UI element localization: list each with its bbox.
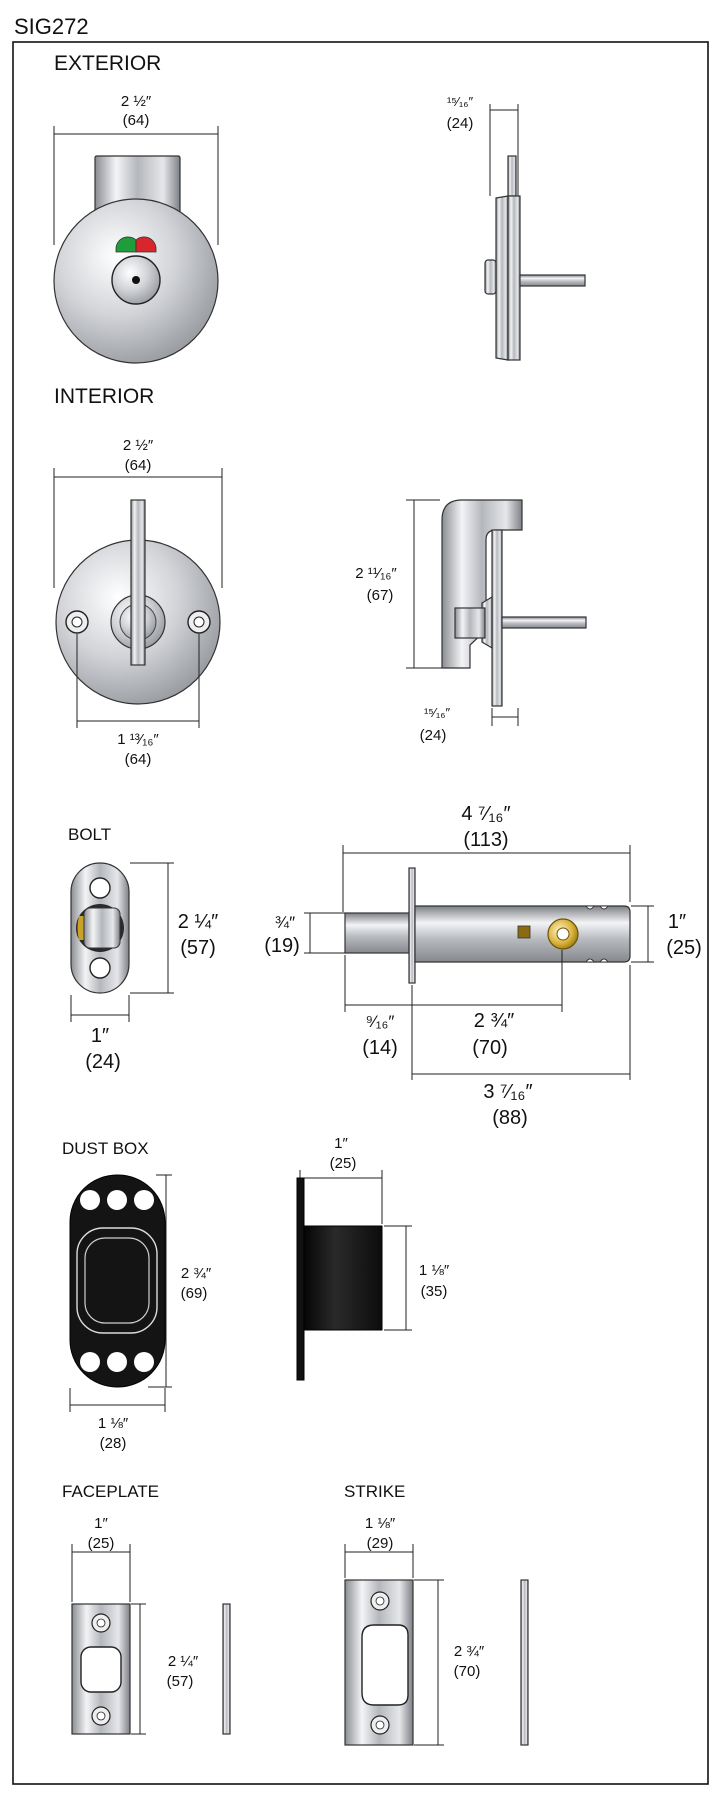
dim-dust-depth: 1″ (25) (299, 1135, 383, 1224)
svg-text:(25): (25) (88, 1535, 115, 1552)
svg-text:(113): (113) (463, 829, 508, 851)
svg-text:1 ¹³⁄₁₆″: 1 ¹³⁄₁₆″ (117, 731, 159, 748)
occupied-indicator (135, 236, 157, 253)
svg-text:1″: 1″ (668, 911, 686, 933)
dim-dust-width: 1 ⅛″ (28) (69, 1388, 166, 1452)
bolt-front (70, 862, 130, 994)
svg-text:(57): (57) (180, 937, 216, 959)
strike-front (344, 1579, 414, 1746)
svg-text:(29): (29) (367, 1535, 394, 1552)
interior-thumbturn-front (55, 499, 221, 705)
svg-text:2 ¼″: 2 ¼″ (178, 911, 218, 933)
svg-text:2 ¾″: 2 ¾″ (454, 1643, 485, 1660)
dim-bolt-backset: 3 ⁷⁄₁₆″ (88) (412, 965, 631, 1129)
model-title: SIG272 (14, 14, 89, 39)
svg-text:2 ¹¹⁄₁₆″: 2 ¹¹⁄₁₆″ (355, 565, 397, 582)
svg-text:2 ½″: 2 ½″ (121, 93, 152, 110)
faceplate-side (222, 1603, 231, 1735)
svg-text:(24): (24) (420, 727, 447, 744)
dim-bolt-body: 1″ (25) (631, 905, 702, 963)
dim-int-holes: 1 ¹³⁄₁₆″ (64) (76, 634, 200, 768)
svg-text:(19): (19) (264, 935, 300, 957)
thumbturn-lever (130, 499, 146, 666)
svg-text:(64): (64) (125, 457, 152, 474)
svg-text:(70): (70) (454, 1663, 481, 1680)
dust-box-side (296, 1177, 383, 1381)
svg-text:1″: 1″ (334, 1135, 348, 1152)
exterior-escutcheon-front (53, 155, 219, 364)
svg-text:2 ¼″: 2 ¼″ (168, 1653, 199, 1670)
dim-bolt-height: 2 ¼″ (57) (130, 862, 218, 994)
svg-text:1 ⅛″: 1 ⅛″ (98, 1415, 129, 1432)
interior-thumbturn-side (441, 499, 587, 707)
strike-side (520, 1579, 529, 1746)
dim-int-height: 2 ¹¹⁄₁₆″ (67) (355, 499, 454, 669)
svg-text:(24): (24) (447, 115, 474, 132)
svg-text:2 ½″: 2 ½″ (123, 437, 154, 454)
svg-text:¹⁵⁄₁₆″: ¹⁵⁄₁₆″ (447, 94, 474, 109)
dim-dust-height: 2 ¾″ (69) (148, 1174, 212, 1388)
svg-text:2 ¾″: 2 ¾″ (474, 1010, 514, 1032)
svg-text:(64): (64) (125, 751, 152, 768)
svg-text:(69): (69) (181, 1285, 208, 1302)
svg-text:3 ⁷⁄₁₆″: 3 ⁷⁄₁₆″ (483, 1081, 532, 1103)
svg-text:¹⁵⁄₁₆″: ¹⁵⁄₁₆″ (424, 705, 451, 720)
dim-int-side: ¹⁵⁄₁₆″ (24) (420, 705, 519, 744)
svg-text:(88): (88) (492, 1107, 528, 1129)
dim-face-height: 2 ¼″ (57) (131, 1603, 199, 1735)
drawing-frame (12, 41, 709, 1785)
svg-text:(24): (24) (85, 1051, 121, 1073)
section-dust-box: DUST BOX (62, 1139, 149, 1158)
dim-dust-side-h: 1 ⅛″ (35) (384, 1225, 450, 1331)
svg-text:(35): (35) (421, 1283, 448, 1300)
section-faceplate: FACEPLATE (62, 1482, 159, 1501)
svg-text:1″: 1″ (94, 1515, 108, 1532)
dim-ext-side: ¹⁵⁄₁₆″ (24) (447, 94, 519, 196)
dim-bolt-length: 4 ⁷⁄₁₆″ (113) (342, 803, 631, 912)
bolt-faceplate-edge (408, 867, 416, 984)
spindle-square (517, 925, 531, 939)
latch-tongue (344, 912, 410, 954)
svg-text:⁹⁄₁₆″: ⁹⁄₁₆″ (366, 1012, 395, 1031)
svg-text:1 ⅛″: 1 ⅛″ (419, 1262, 450, 1279)
svg-text:(14): (14) (362, 1037, 398, 1059)
svg-text:1 ⅛″: 1 ⅛″ (365, 1515, 396, 1532)
section-bolt: BOLT (68, 825, 111, 844)
section-exterior: EXTERIOR (54, 52, 161, 75)
svg-text:¾″: ¾″ (275, 913, 295, 932)
svg-text:(25): (25) (666, 937, 702, 959)
dim-strike-width: 1 ⅛″ (29) (344, 1515, 414, 1578)
dust-box-front (69, 1174, 166, 1388)
exterior-escutcheon-side (484, 155, 586, 361)
dim-int-width: 2 ½″ (64) (53, 437, 223, 588)
svg-text:(57): (57) (167, 1673, 194, 1690)
svg-text:(67): (67) (367, 587, 394, 604)
svg-text:(64): (64) (123, 112, 150, 129)
section-strike: STRIKE (344, 1482, 405, 1501)
section-interior: INTERIOR (54, 385, 154, 408)
svg-text:4 ⁷⁄₁₆″: 4 ⁷⁄₁₆″ (461, 803, 510, 825)
dim-strike-height: 2 ¾″ (70) (414, 1579, 485, 1746)
svg-text:1″: 1″ (91, 1025, 109, 1047)
svg-text:2 ¾″: 2 ¾″ (181, 1265, 212, 1282)
dim-ext-width: 2 ½″ (64) (53, 93, 219, 245)
svg-text:(28): (28) (100, 1435, 127, 1452)
dim-bolt-tail: ¾″ (19) (264, 912, 345, 957)
dim-bolt-face-mid: ⁹⁄₁₆″ (14) 2 ¾″ (70) (344, 950, 563, 1080)
faceplate-front (71, 1603, 131, 1735)
dim-face-width: 1″ (25) (71, 1515, 131, 1602)
svg-text:(70): (70) (472, 1037, 508, 1059)
dim-bolt-width: 1″ (24) (70, 995, 130, 1073)
svg-text:(25): (25) (330, 1155, 357, 1172)
bolt-side (344, 867, 631, 984)
